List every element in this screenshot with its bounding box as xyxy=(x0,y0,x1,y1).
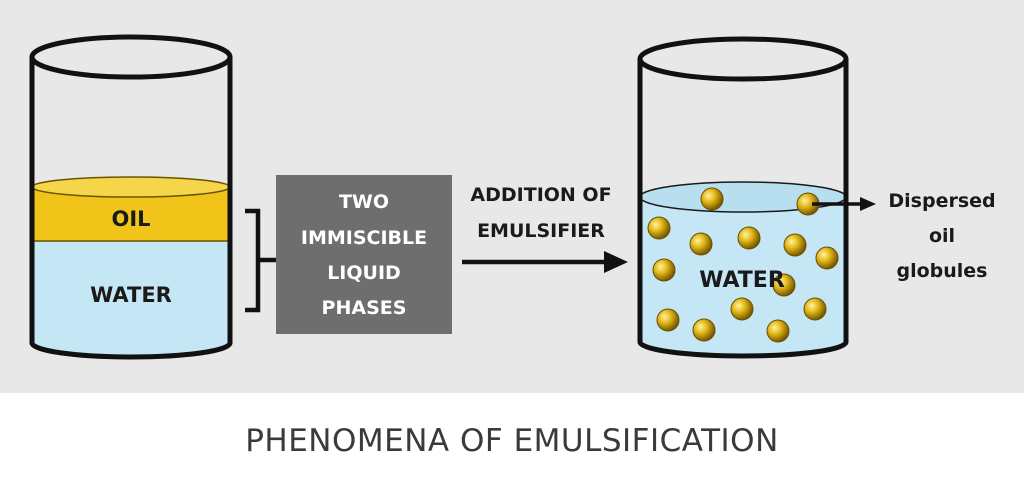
caption-bar: PHENOMENA OF EMULSIFICATION xyxy=(0,393,1024,488)
phases-line-2: IMMISCIBLE xyxy=(301,227,427,249)
phases-bracket xyxy=(245,208,276,313)
oil-globules xyxy=(647,187,839,343)
left-beaker-oil-surface xyxy=(31,176,231,198)
callout-line-2: oil xyxy=(929,225,955,247)
right-beaker-base xyxy=(637,341,849,359)
oil-globule xyxy=(783,233,807,257)
left-beaker-water xyxy=(32,241,230,357)
figure-caption: PHENOMENA OF EMULSIFICATION xyxy=(245,422,779,459)
left-beaker: OIL WATER xyxy=(29,34,233,360)
left-beaker-base xyxy=(29,342,233,360)
phases-line-1: TWO xyxy=(339,191,389,213)
diagram-panel: OIL WATER TWO IMMISCIBLE LIQUID PHASES A… xyxy=(29,34,996,360)
oil-globule xyxy=(766,319,790,343)
left-water-label: WATER xyxy=(90,283,172,307)
oil-globule xyxy=(692,318,716,342)
right-water-label: WATER xyxy=(699,268,785,293)
emulsifier-label-line-2: EMULSIFIER xyxy=(477,220,605,242)
oil-globule xyxy=(652,258,676,282)
oil-globule xyxy=(803,297,827,321)
right-beaker-rim xyxy=(637,36,849,82)
oil-globule xyxy=(772,273,796,297)
oil-globule xyxy=(737,226,761,250)
oil-globule xyxy=(656,308,680,332)
emulsifier-label-line-1: ADDITION OF xyxy=(470,184,611,206)
right-beaker: WATER xyxy=(637,36,849,359)
oil-globule xyxy=(689,232,713,256)
oil-globule xyxy=(700,187,724,211)
left-beaker-rim xyxy=(29,34,233,80)
callout-line-1: Dispersed xyxy=(888,190,995,212)
diagram-canvas: OIL WATER TWO IMMISCIBLE LIQUID PHASES A… xyxy=(29,34,996,360)
phases-line-3: LIQUID xyxy=(327,262,401,284)
callout-line-3: globules xyxy=(896,260,987,282)
oil-globule xyxy=(647,216,671,240)
phases-box-bg xyxy=(276,175,452,334)
oil-globule xyxy=(730,297,754,321)
oil-globule xyxy=(815,246,839,270)
phases-box: TWO IMMISCIBLE LIQUID PHASES xyxy=(276,175,452,334)
oil-label: OIL xyxy=(111,207,150,231)
main-arrow-head xyxy=(604,251,628,273)
phases-line-4: PHASES xyxy=(322,297,407,319)
callout-arrow-head xyxy=(860,197,876,211)
